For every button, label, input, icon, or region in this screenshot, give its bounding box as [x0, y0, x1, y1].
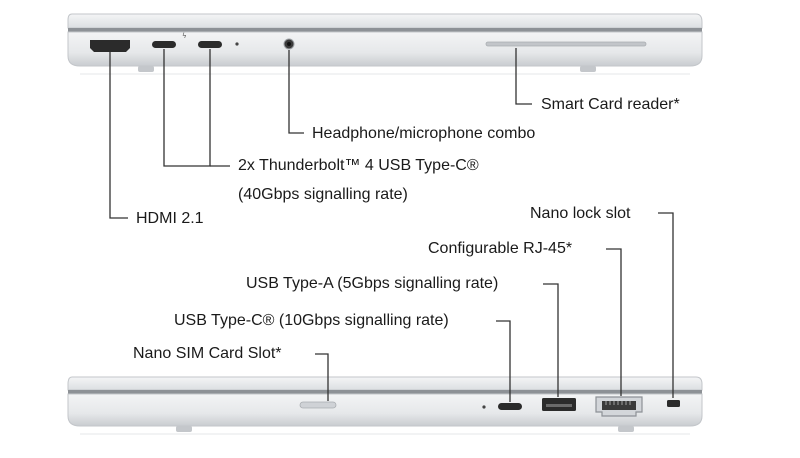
label-thunderbolt-line2: (40Gbps signalling rate): [238, 186, 408, 203]
leader-hdmi: [109, 52, 128, 219]
label-headphone-combo: Headphone/microphone combo: [312, 125, 536, 142]
thunderbolt-icon: ϟ: [182, 32, 187, 40]
leader-usb-c: [496, 320, 511, 402]
foot: [138, 66, 154, 72]
label-nano-sim: Nano SIM Card Slot*: [133, 345, 282, 362]
smart-card-reader-slot: [485, 41, 647, 47]
thunderbolt-port: [152, 41, 176, 48]
label-rj45: Configurable RJ-45*: [428, 240, 573, 257]
label-nano-lock-slot: Nano lock slot: [530, 205, 631, 222]
led-indicator: [482, 405, 486, 409]
label-usb-type-a: USB Type-A (5Gbps signalling rate): [246, 275, 499, 292]
laptop-lid: [67, 13, 703, 29]
label-usb-type-c: USB Type-C® (10Gbps signalling rate): [174, 312, 449, 329]
laptop-lid: [67, 376, 703, 391]
label-thunderbolt-line1: 2x Thunderbolt™ 4 USB Type-C®: [238, 157, 479, 174]
foot: [580, 66, 596, 72]
leader-thunderbolt: [163, 49, 211, 167]
leader-nano-sim: [315, 353, 329, 401]
foot: [618, 426, 634, 432]
leader-usb-a: [543, 283, 559, 397]
led-indicator: [235, 42, 239, 46]
nano-sim-slot: [299, 401, 337, 409]
leader-smart-card: [515, 48, 532, 105]
hinge-gap: [68, 28, 702, 32]
leader-rj45: [606, 248, 622, 396]
nano-lock-slot: [667, 400, 680, 407]
foot: [176, 426, 192, 432]
leader-lines-top: [109, 48, 532, 219]
label-hdmi: HDMI 2.1: [136, 210, 204, 227]
leader-headphone: [288, 50, 304, 134]
laptop-base: [67, 31, 703, 67]
leader-nano-lock: [658, 212, 674, 398]
rj45-port: [595, 396, 643, 417]
laptop-right-side-view: [67, 376, 703, 435]
usb-c-port: [498, 403, 522, 410]
hdmi-port: [90, 40, 130, 52]
thunderbolt-port: [198, 41, 222, 48]
leader-lines-bottom: [315, 212, 674, 402]
label-smart-card-reader: Smart Card reader*: [541, 96, 680, 113]
laptop-left-side-view: ϟ: [67, 13, 703, 75]
hinge-gap: [68, 390, 702, 394]
